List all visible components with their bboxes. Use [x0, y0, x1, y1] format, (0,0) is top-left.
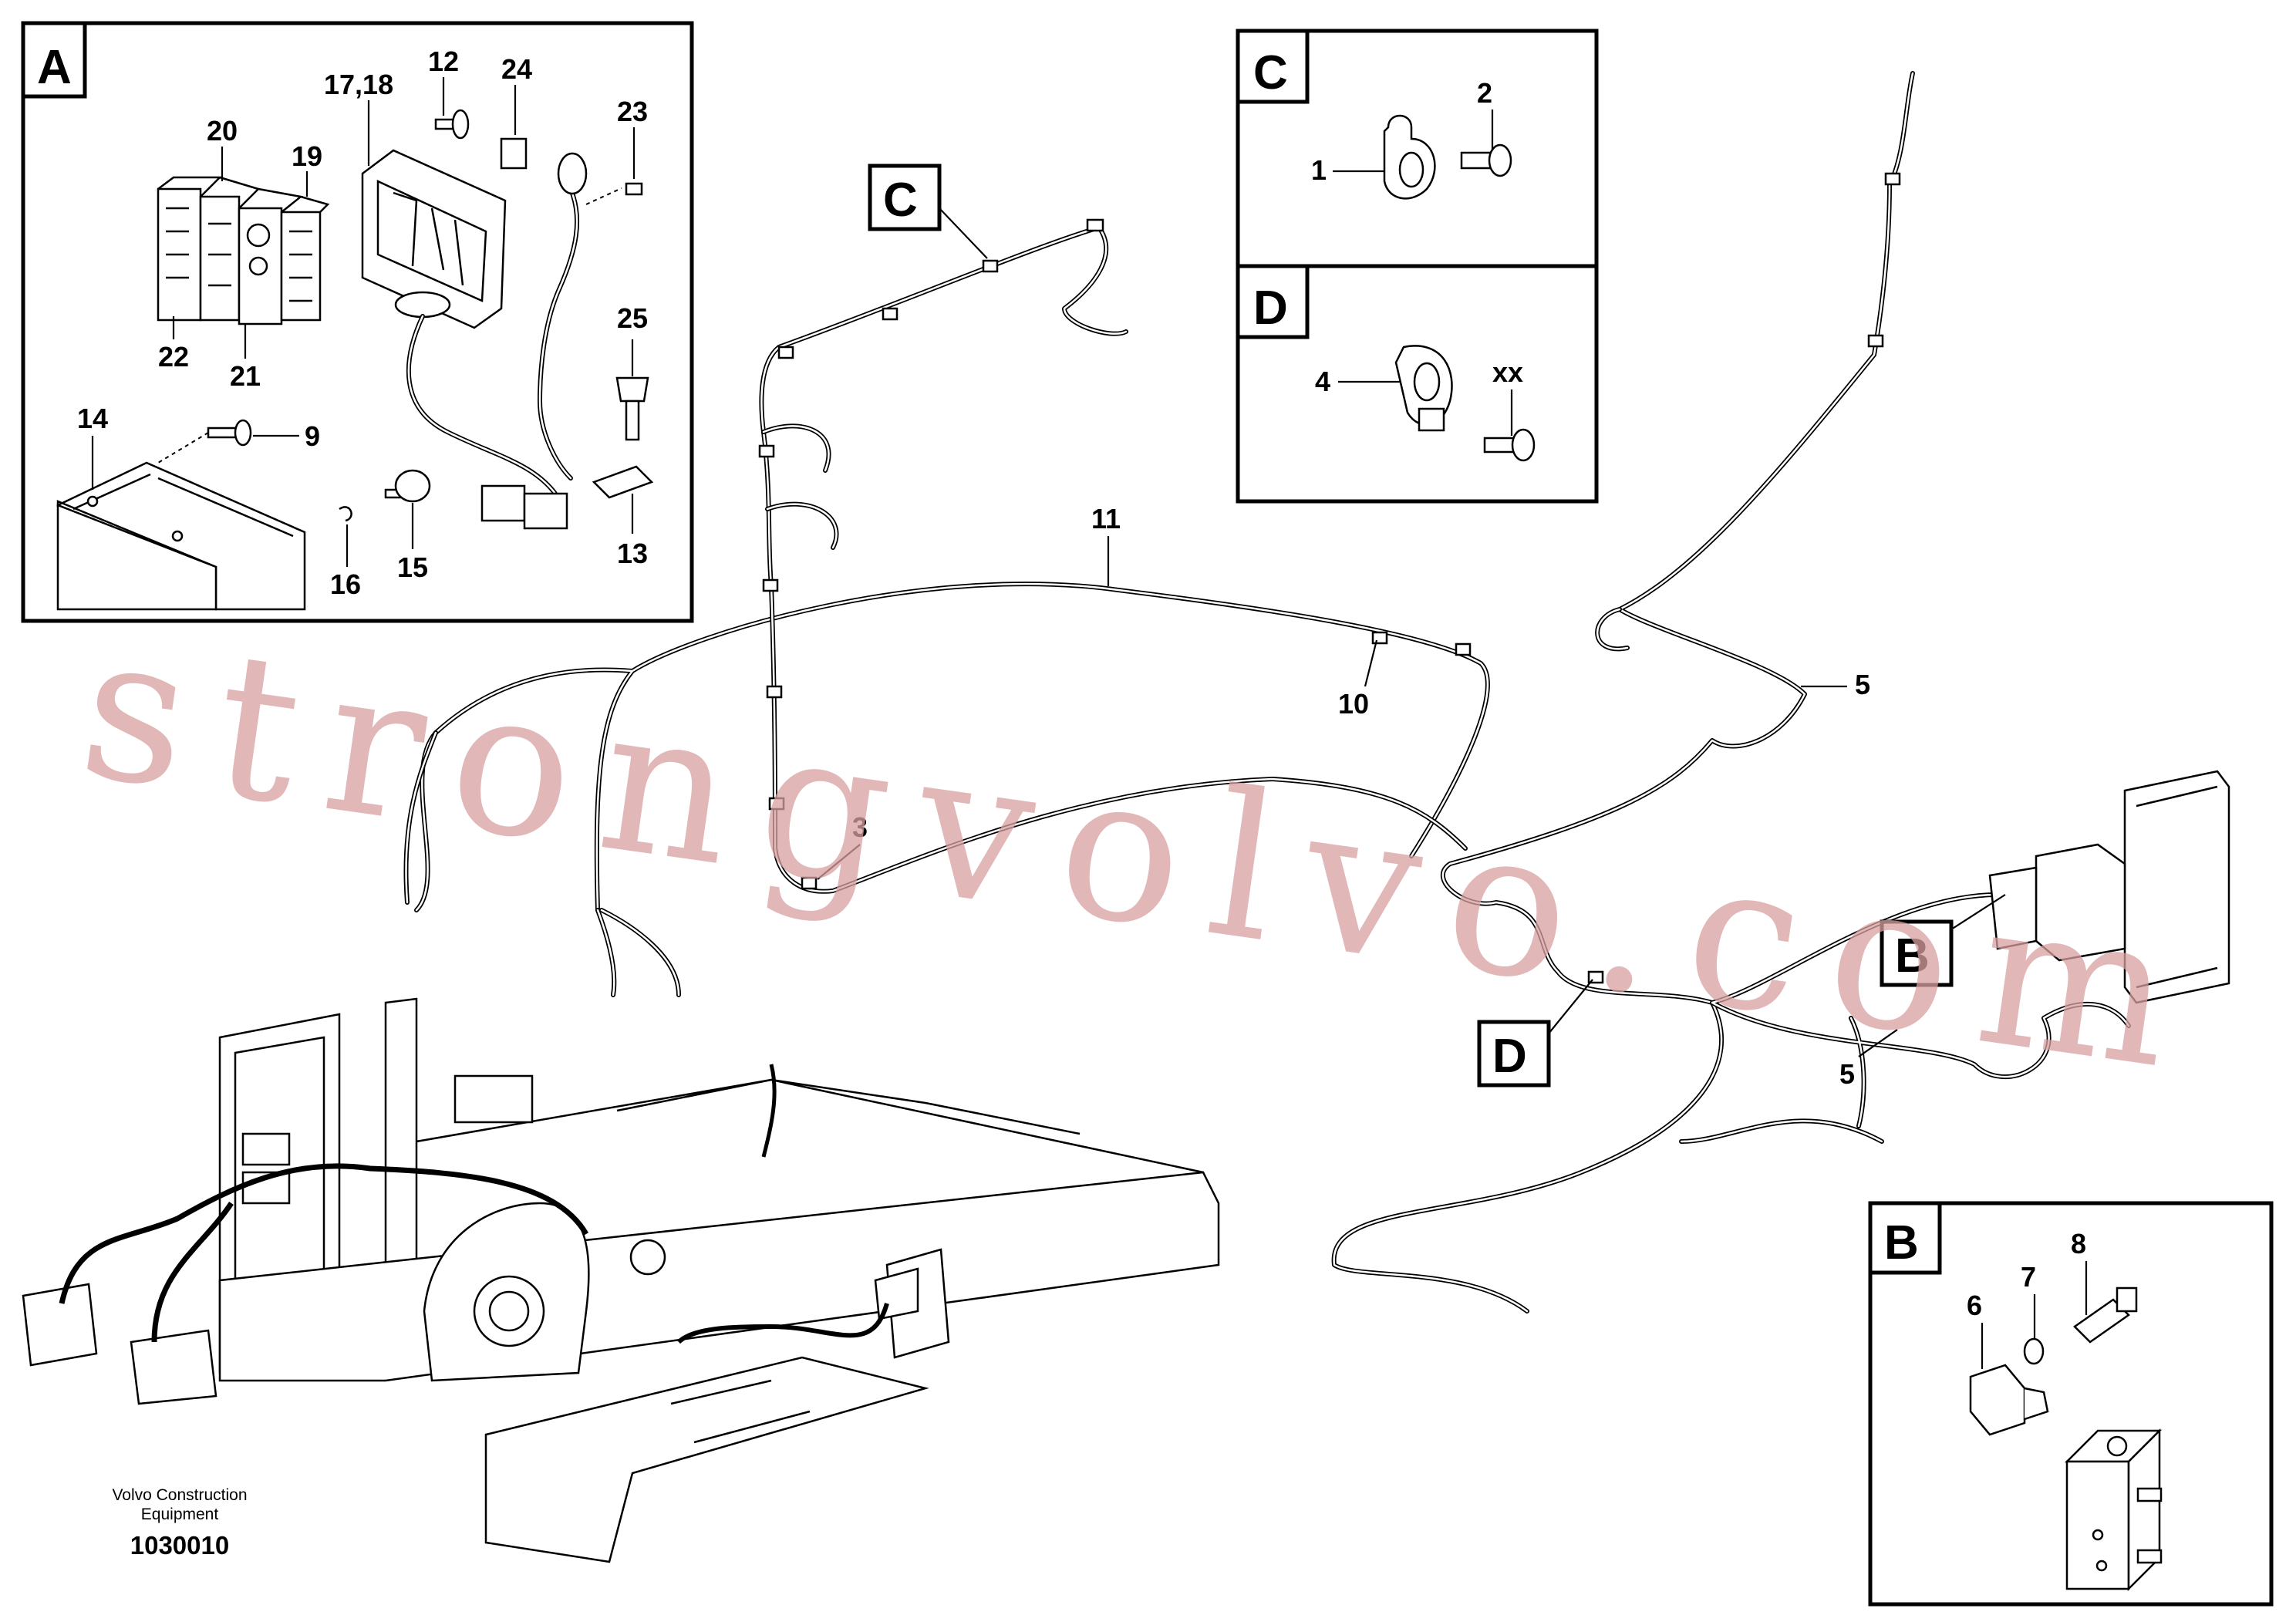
harness-3: [759, 225, 1468, 894]
wire-clips: [758, 172, 1901, 984]
screw-2: [1460, 143, 1512, 177]
callout-14: 14: [77, 403, 108, 434]
callout-12: 12: [428, 46, 459, 77]
svg-text:B: B: [1895, 929, 1930, 983]
harness-5: [1331, 71, 2131, 1313]
harness-11: [403, 582, 1490, 997]
screw-25: [615, 376, 649, 441]
pressure-sensor-8: [2073, 1286, 2138, 1344]
b-area-components: [1988, 770, 2230, 1004]
callout-16: 16: [330, 568, 361, 600]
fuse-relay-block: [157, 176, 330, 325]
connector-13: [480, 465, 654, 530]
detail-a-letter: A: [37, 41, 72, 94]
bolt-9: [157, 419, 252, 464]
detail-d-letter: D: [1253, 282, 1288, 335]
machine-frame: [22, 997, 1220, 1563]
valve-block: [2064, 1428, 2163, 1592]
callout-4: 4: [1315, 366, 1330, 397]
detail-c-letter: C: [1253, 46, 1288, 99]
detail-b-panel: B 6 7 8: [1868, 1201, 2274, 1607]
callout-20: 20: [207, 115, 238, 147]
detail-a-panel: A: [21, 21, 694, 623]
callout-2: 2: [1477, 77, 1492, 109]
solenoid-6: [1969, 1364, 2049, 1436]
clip-16: [339, 506, 352, 522]
callout-5-bottom: 5: [1839, 1058, 1855, 1090]
callout-1: 1: [1311, 154, 1327, 186]
view-ref-b: B: [1880, 894, 2006, 987]
callout-xx: xx: [1492, 356, 1523, 388]
detail-d-panel: D 4 xx: [1236, 264, 1599, 504]
callout-23: 23: [617, 96, 648, 127]
detail-b-letter: B: [1884, 1216, 1919, 1270]
knob-15: [384, 469, 431, 503]
drawing-number: 1030010: [130, 1531, 229, 1560]
callout-11: 11: [1091, 503, 1121, 534]
relay-24: [500, 137, 528, 170]
callout-10: 10: [1338, 688, 1369, 720]
callout-9: 9: [305, 420, 320, 452]
bolt-12: [434, 109, 470, 140]
callout-7: 7: [2021, 1261, 2036, 1293]
callout-24: 24: [501, 53, 532, 85]
nut-23: [625, 182, 643, 196]
callout-13: 13: [617, 538, 648, 569]
svg-text:C: C: [883, 174, 918, 227]
control-unit-14: [56, 461, 306, 611]
machine-wiring: [59, 1064, 889, 1344]
mounting-bracket: [361, 149, 507, 329]
callout-15: 15: [397, 551, 428, 583]
company-name-line2: Equipment: [141, 1506, 219, 1523]
clamp-1: [1383, 114, 1436, 200]
o-ring-7: [2023, 1337, 2045, 1365]
callout-19: 19: [292, 140, 322, 172]
callout-3: 3: [852, 811, 868, 843]
callout-8: 8: [2071, 1228, 2086, 1259]
screw-xx: [1483, 428, 1536, 462]
callout-17-18: 17,18: [324, 69, 393, 100]
callout-21: 21: [230, 360, 261, 392]
view-ref-c: C: [868, 164, 988, 259]
view-ref-d: D: [1477, 979, 1593, 1088]
clamp-4: [1394, 345, 1453, 432]
callout-5-top: 5: [1855, 669, 1870, 700]
detail-c-panel: C 1 2: [1236, 29, 1599, 268]
callout-6: 6: [1967, 1290, 1982, 1321]
callout-25: 25: [617, 302, 648, 334]
callout-22: 22: [158, 341, 189, 373]
company-name-line1: Volvo Construction: [112, 1486, 247, 1504]
svg-text:D: D: [1492, 1030, 1527, 1083]
